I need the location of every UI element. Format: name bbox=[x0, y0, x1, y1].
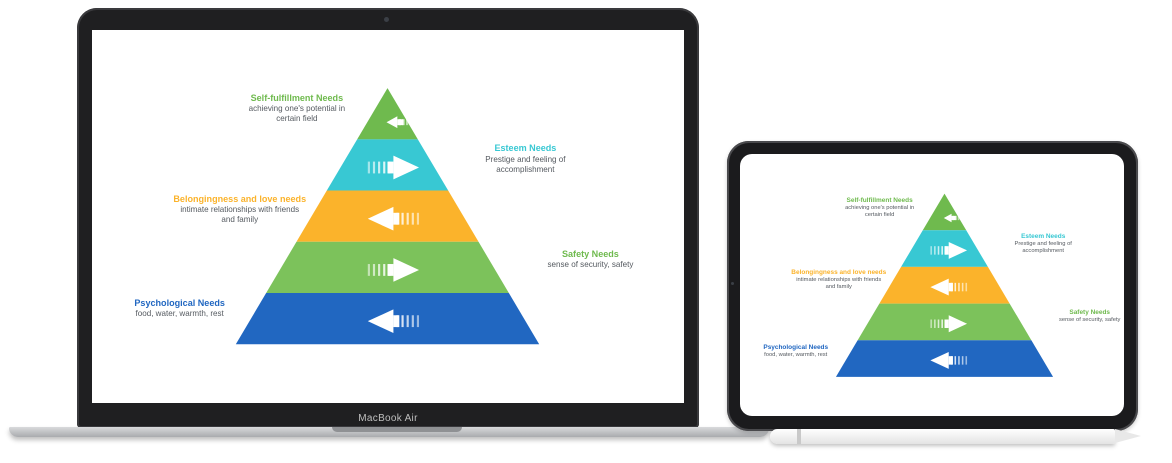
laptop-pyramid-svg bbox=[235, 88, 540, 345]
laptop-level-1 bbox=[357, 88, 418, 140]
arrow-left-icon bbox=[386, 116, 409, 129]
camera-icon bbox=[384, 17, 389, 22]
laptop-level-description: certain field bbox=[276, 114, 318, 124]
arrow-left-icon bbox=[367, 309, 420, 333]
laptop-base bbox=[9, 427, 769, 437]
tablet-level-description: achieving one's potential in bbox=[845, 205, 915, 212]
laptop-level-title: Esteem Needs bbox=[494, 143, 557, 154]
laptop-brand-label: MacBook Air bbox=[358, 413, 418, 424]
laptop-level-title: Belongingness and love needs bbox=[173, 193, 307, 204]
tablet-level-description: and family bbox=[825, 284, 852, 291]
arrow-right-icon bbox=[930, 241, 968, 259]
tablet-level-description: sense of security, safety bbox=[1059, 316, 1121, 323]
stylus-pencil bbox=[770, 429, 1141, 444]
arrow-left-icon bbox=[367, 206, 420, 231]
laptop-level-description: achieving one's potential in bbox=[248, 104, 346, 114]
tablet-level-1 bbox=[922, 193, 967, 231]
tablet-level-description: accomplishment bbox=[1022, 248, 1065, 255]
laptop-level-title: Self-fulfillment Needs bbox=[250, 93, 344, 104]
camera-icon bbox=[731, 282, 734, 285]
arrow-left-icon bbox=[930, 278, 968, 296]
laptop-level-description: sense of security, safety bbox=[547, 259, 634, 269]
pencil-tip bbox=[1115, 429, 1141, 443]
tablet-level-title: Safety Needs bbox=[1069, 308, 1111, 316]
tablet-level-4 bbox=[857, 303, 1032, 341]
tablet-level-description: Prestige and feeling of bbox=[1014, 241, 1072, 248]
tablet-level-description: food, water, warmth, rest bbox=[764, 351, 828, 358]
pencil-band bbox=[797, 429, 801, 444]
laptop-level-description: intimate relationships with friends bbox=[180, 204, 300, 214]
laptop-level-title: Safety Needs bbox=[561, 248, 619, 259]
laptop-level-title: Psychological Needs bbox=[134, 297, 225, 308]
tablet-level-title: Psychological Needs bbox=[763, 343, 829, 351]
arrow-right-icon bbox=[930, 315, 968, 333]
tablet-level-description: intimate relationships with friends bbox=[796, 277, 882, 284]
laptop-notch bbox=[332, 427, 462, 432]
tablet-level-title: Esteem Needs bbox=[1021, 233, 1066, 241]
tablet-pyramid-svg bbox=[835, 193, 1054, 377]
laptop-level-description: accomplishment bbox=[496, 164, 555, 174]
tablet-level-title: Belongingness and love needs bbox=[791, 269, 887, 277]
tablet-level-title: Self-fulfillment Needs bbox=[846, 197, 913, 205]
arrow-left-icon bbox=[943, 213, 960, 223]
laptop-level-description: and family bbox=[221, 214, 259, 224]
tablet-level-description: certain field bbox=[864, 212, 895, 219]
laptop-level-description: food, water, warmth, rest bbox=[135, 309, 224, 319]
arrow-right-icon bbox=[367, 258, 420, 282]
arrow-right-icon bbox=[367, 155, 420, 180]
laptop-level-description: Prestige and feeling of bbox=[485, 154, 566, 164]
arrow-left-icon bbox=[930, 351, 968, 369]
